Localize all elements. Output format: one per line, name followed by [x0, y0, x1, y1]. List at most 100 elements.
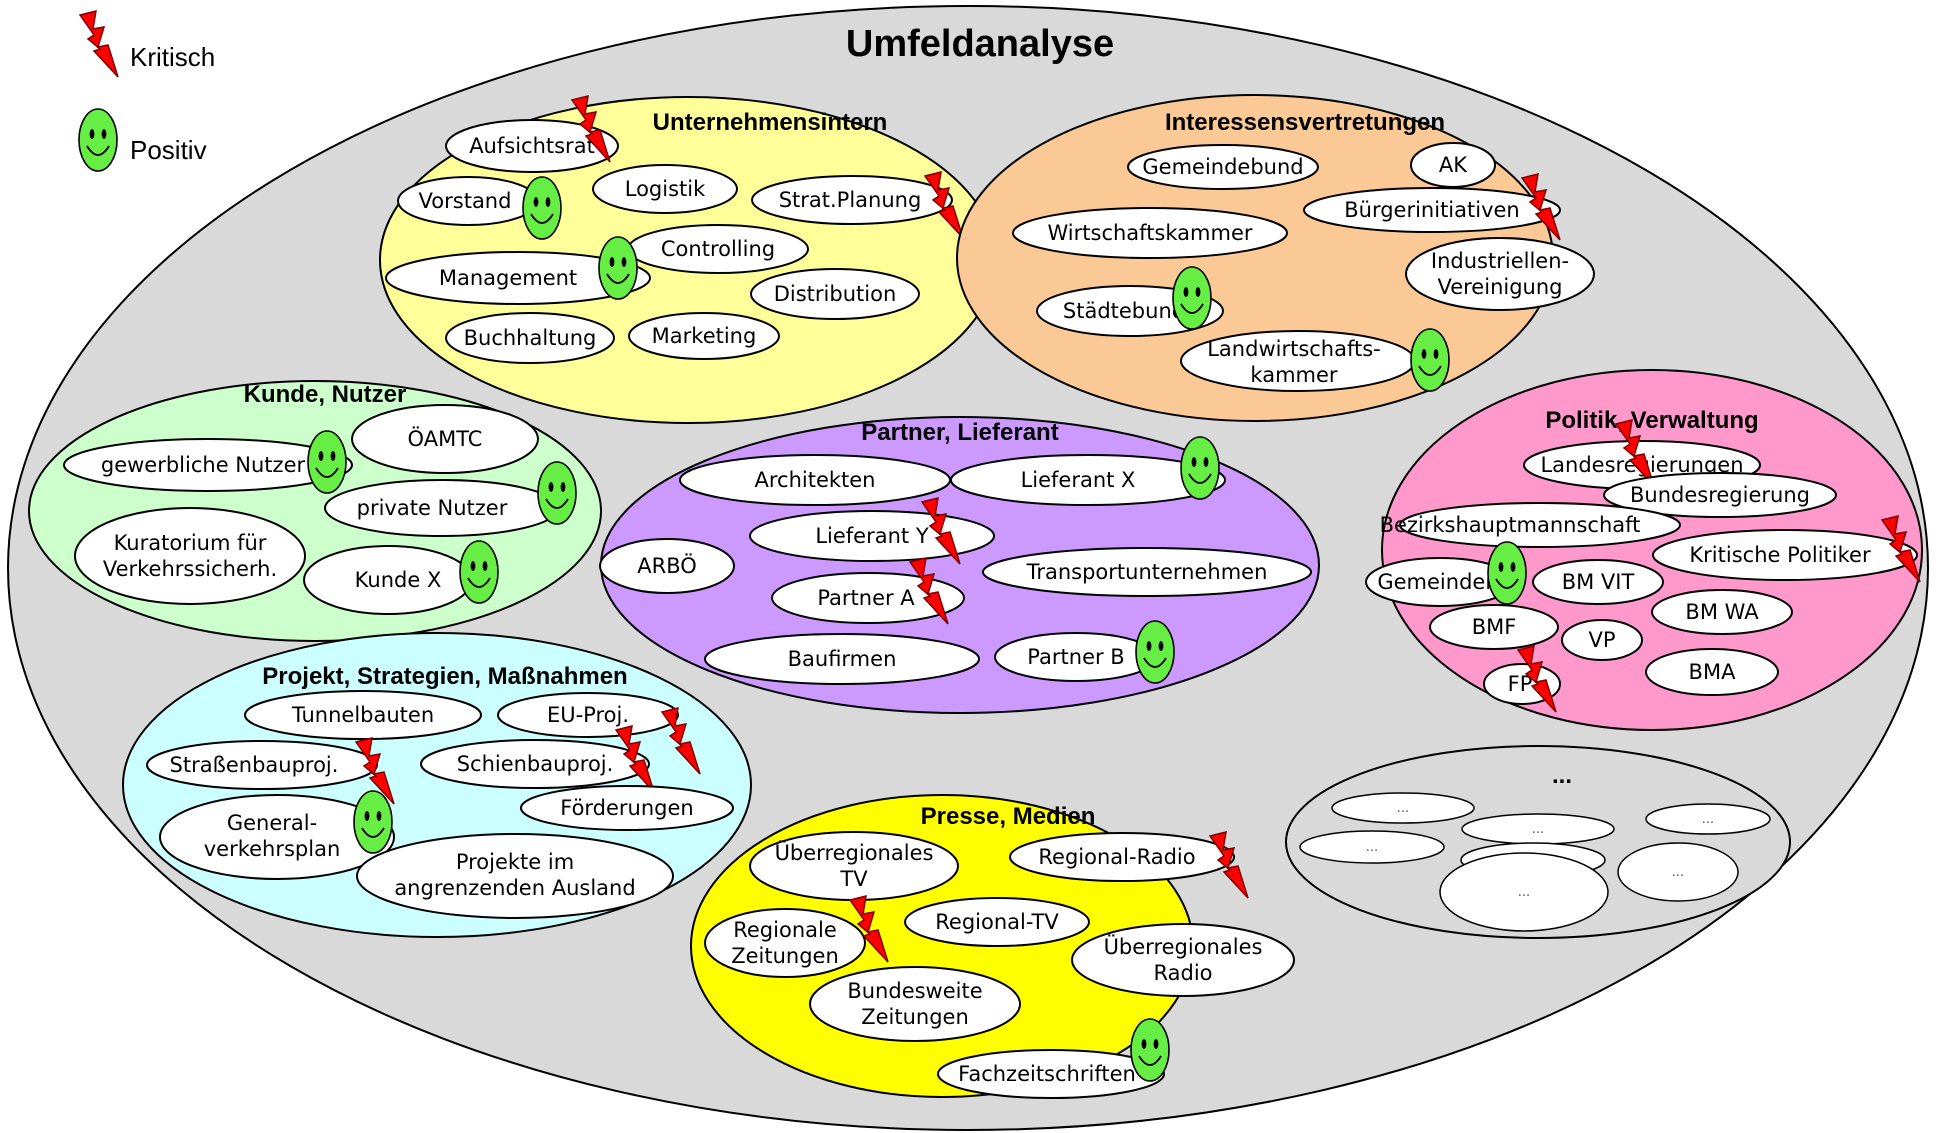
- lightning-icon: [79, 10, 119, 78]
- node-marketing: Marketing: [652, 324, 757, 348]
- node-generalverkehrsplan-line1: General-: [227, 811, 317, 835]
- node-lieferant-x: Lieferant X: [1021, 468, 1136, 492]
- group-title: Interessensvertretungen: [1165, 109, 1445, 136]
- node-vp: VP: [1588, 628, 1615, 652]
- node-gemeindebund: Gemeindebund: [1142, 155, 1303, 179]
- node-kuratorium-line1: Kuratorium für: [114, 531, 267, 555]
- node-bundesweite-zeitungen-line2: Zeitungen: [861, 1005, 969, 1029]
- legend: Kritisch Positiv: [78, 10, 215, 172]
- node-schienbauproj: Schienbauproj.: [457, 752, 614, 776]
- node-kuratorium-line2: Verkehrssicherh.: [103, 557, 277, 581]
- node-buchhaltung: Buchhaltung: [464, 326, 597, 350]
- legend-critical-label: Kritisch: [130, 42, 215, 72]
- group-title: Politik, Verwaltung: [1545, 407, 1758, 434]
- node-lieferant-y: Lieferant Y: [815, 524, 928, 548]
- node-generalverkehrsplan-line2: verkehrsplan: [204, 837, 341, 861]
- group-title: Unternehmensintern: [653, 109, 888, 136]
- node-wirtschaftskammer: Wirtschaftskammer: [1048, 221, 1253, 245]
- group-projekt-strategien: Projekt, Strategien, Maßnahmen Tunnelbau…: [122, 632, 752, 938]
- node-bundesweite-zeitungen-line1: Bundesweite: [847, 979, 982, 1003]
- smiley-icon: [1130, 1018, 1170, 1082]
- node-logistik: Logistik: [625, 177, 706, 201]
- smiley-icon: [522, 176, 562, 240]
- node-staedtebund: Städtebund: [1063, 299, 1185, 323]
- node-placeholder: ...: [1397, 801, 1409, 816]
- node-ueberregionales-radio-line2: Radio: [1153, 961, 1212, 985]
- node-partner-a: Partner A: [817, 586, 915, 610]
- group-unternehmensintern: Unternehmensintern Aufsichtsrat Vorstand…: [379, 95, 997, 424]
- page-title: Umfeldanalyse: [846, 23, 1114, 65]
- node-strassenbauproj: Straßenbauproj.: [170, 753, 339, 777]
- node-tunnelbauten: Tunnelbauten: [291, 703, 434, 727]
- node-gewerbliche-nutzer: gewerbliche Nutzer: [101, 453, 306, 477]
- node-oeamtc: ÖAMTC: [408, 426, 483, 451]
- node-transportunternehmen: Transportunternehmen: [1026, 560, 1268, 584]
- node-ueberregionales-radio-line1: Überregionales: [1104, 934, 1263, 959]
- node-projekte-ausland-line1: Projekte im: [456, 850, 574, 874]
- node-fachzeitschriften: Fachzeitschriften: [958, 1062, 1136, 1086]
- group-kunde-nutzer: Kunde, Nutzer ÖAMTC gewerbliche Nutzer p…: [28, 380, 602, 642]
- node-controlling: Controlling: [661, 237, 775, 261]
- legend-positive-label: Positiv: [130, 135, 207, 165]
- node-industriellen-line1: Industriellen-: [1431, 249, 1569, 273]
- node-management: Management: [439, 266, 577, 290]
- node-private-nutzer: private Nutzer: [357, 496, 508, 520]
- node-gemeinden: Gemeinden: [1377, 570, 1498, 594]
- smiley-icon: [1180, 436, 1220, 500]
- node-projekte-ausland-line2: angrenzenden Ausland: [394, 876, 635, 900]
- group-partner-lieferant: Partner, Lieferant Architekten Lieferant…: [599, 416, 1320, 714]
- smiley-icon: [353, 790, 393, 854]
- node-arboe: ARBÖ: [637, 553, 697, 578]
- smiley-icon: [307, 430, 347, 494]
- group-title: ...: [1552, 762, 1572, 789]
- node-foerderungen: Förderungen: [560, 796, 694, 820]
- node-architekten: Architekten: [754, 468, 875, 492]
- node-placeholder: ...: [1366, 840, 1378, 855]
- node-bm-wa: BM WA: [1685, 600, 1759, 624]
- node-strat-planung: Strat.Planung: [779, 188, 922, 212]
- node-placeholder: ...: [1518, 885, 1530, 900]
- node-bm-vit: BM VIT: [1562, 570, 1635, 594]
- group-title: Kunde, Nutzer: [244, 381, 407, 408]
- node-regional-radio: Regional-Radio: [1038, 845, 1195, 869]
- smiley-icon: [78, 108, 118, 172]
- node-industriellen-line2: Vereinigung: [1437, 275, 1562, 299]
- node-ueberregionales-tv-line2: TV: [839, 867, 868, 891]
- node-bma: BMA: [1689, 660, 1737, 684]
- node-bundesregierung: Bundesregierung: [1630, 483, 1810, 507]
- group-misc: ... ... ... ... ... ... ... ...: [1285, 745, 1791, 939]
- node-ak: AK: [1439, 153, 1468, 177]
- node-vorstand: Vorstand: [419, 189, 512, 213]
- node-aufsichtsrat: Aufsichtsrat: [469, 134, 595, 158]
- group-interessensvertretungen: Interessensvertretungen Gemeindebund AK …: [956, 94, 1595, 422]
- node-ueberregionales-tv-line1: Überregionales: [775, 840, 934, 865]
- node-baufirmen: Baufirmen: [788, 647, 897, 671]
- group-politik-verwaltung: Politik, Verwaltung Landesregierungen Bu…: [1365, 369, 1923, 731]
- group-presse-medien: Presse, Medien Überregionales TV Regiona…: [690, 794, 1295, 1099]
- smiley-icon: [1410, 328, 1450, 392]
- node-regional-tv: Regional-TV: [935, 910, 1059, 934]
- node-kritische-politiker: Kritische Politiker: [1689, 543, 1871, 567]
- node-regionale-zeitungen-line1: Regionale: [733, 918, 837, 942]
- node-placeholder: ...: [1702, 812, 1714, 827]
- node-landwirtschaftskammer-line1: Landwirtschafts-: [1207, 337, 1381, 361]
- node-partner-b: Partner B: [1027, 645, 1124, 669]
- group-title: Projekt, Strategien, Maßnahmen: [262, 663, 627, 690]
- node-buergerinitiativen: Bürgerinitiativen: [1344, 198, 1520, 222]
- node-distribution: Distribution: [774, 282, 897, 306]
- group-title: Partner, Lieferant: [861, 419, 1058, 446]
- smiley-icon: [1172, 266, 1212, 330]
- smiley-icon: [598, 236, 638, 300]
- node-eu-proj: EU-Proj.: [547, 703, 629, 727]
- node-placeholder: ...: [1532, 822, 1544, 837]
- node-placeholder: ...: [1672, 865, 1684, 880]
- node-bezirkshauptmannschaft: Bezirkshauptmannschaft: [1380, 513, 1641, 537]
- smiley-icon: [1135, 620, 1175, 684]
- node-landwirtschaftskammer-line2: kammer: [1250, 363, 1337, 387]
- group-title: Presse, Medien: [921, 803, 1096, 830]
- node-bmf: BMF: [1472, 615, 1517, 639]
- node-regionale-zeitungen-line2: Zeitungen: [731, 944, 839, 968]
- smiley-icon: [537, 461, 577, 525]
